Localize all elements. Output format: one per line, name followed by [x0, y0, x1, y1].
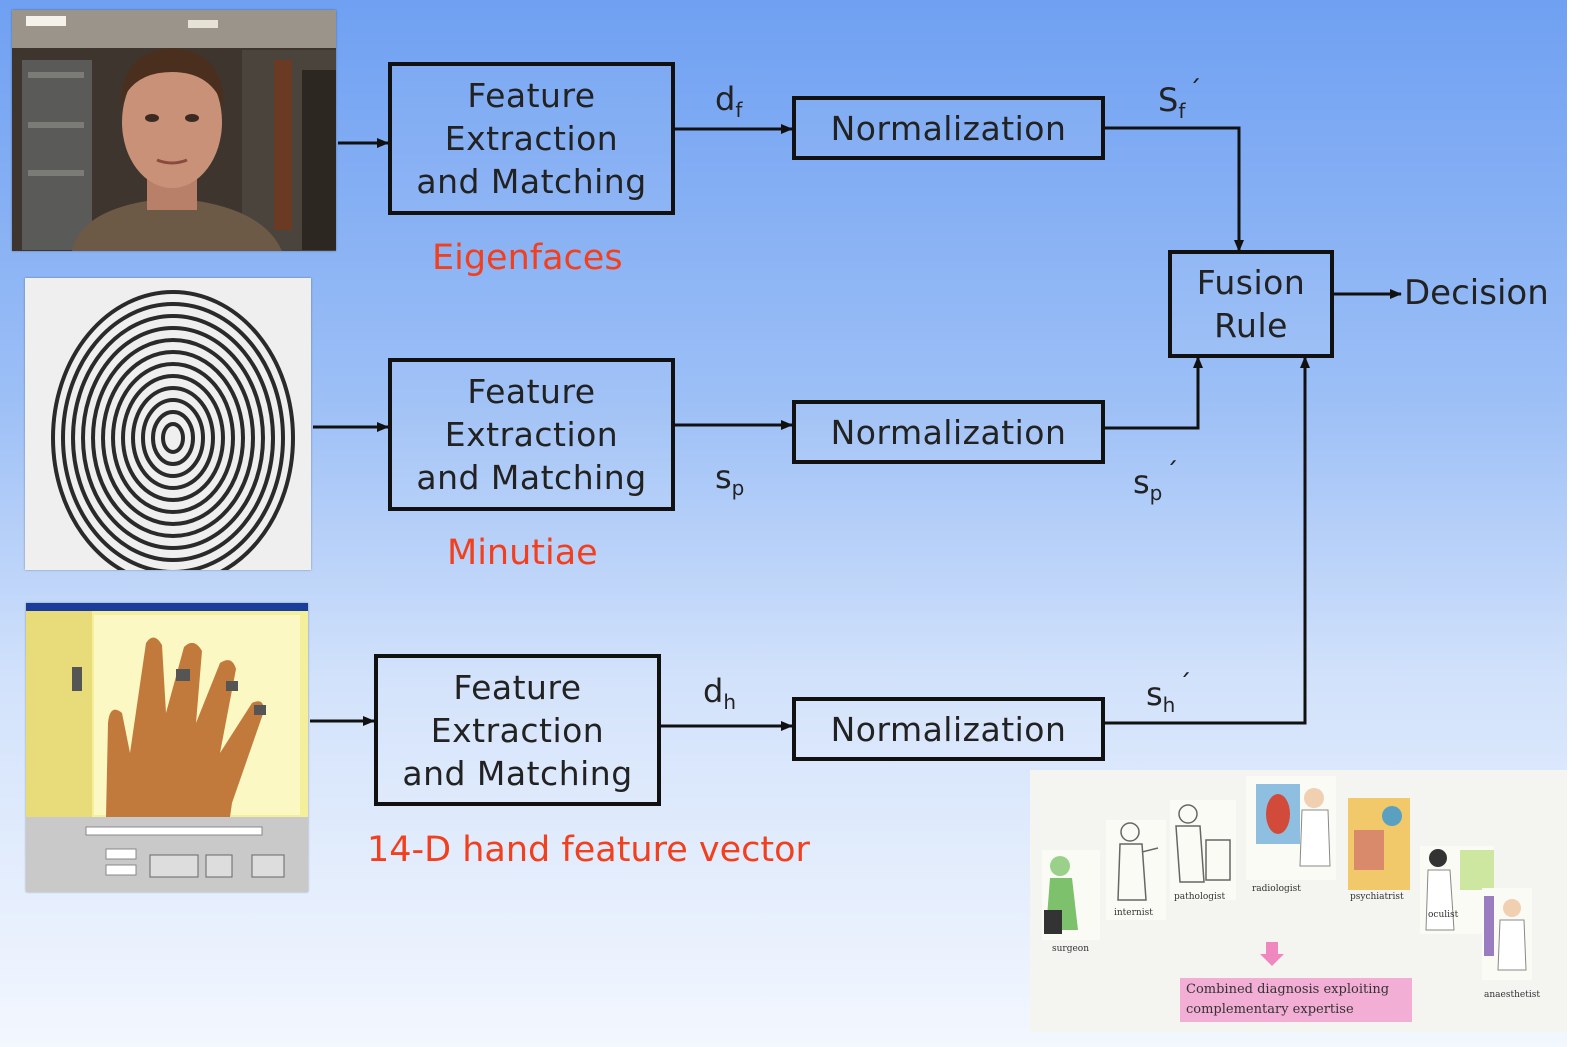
- score-base: s: [1146, 675, 1163, 713]
- score-sub: f: [735, 98, 743, 122]
- score-base: S: [1158, 81, 1179, 119]
- face-photo: [12, 10, 336, 251]
- fusion-line: Fusion: [1196, 263, 1306, 302]
- method-text: 14-D hand feature vector: [367, 830, 810, 870]
- norm-label: Normalization: [830, 108, 1067, 148]
- score-base: d: [715, 80, 736, 118]
- down-arrow-shaft: [1266, 942, 1278, 956]
- score-base: s: [1133, 463, 1150, 501]
- box-line: and Matching: [416, 162, 647, 201]
- surgeon-figure: [1042, 850, 1100, 940]
- score-sub: h: [1162, 693, 1176, 717]
- prime-mark: ´: [1178, 670, 1192, 700]
- box-line: and Matching: [402, 753, 633, 793]
- decision-text: Decision: [1404, 273, 1549, 313]
- caption-radiologist: radiologist: [1252, 884, 1301, 894]
- caption-psychiatrist: psychiatrist: [1350, 892, 1404, 902]
- down-arrow-head: [1260, 954, 1284, 966]
- method-text: Minutiae: [447, 533, 598, 573]
- norm-to-fusion-arrow-3: [1104, 356, 1310, 725]
- fingerprint-image: [25, 278, 311, 570]
- norm-label: Normalization: [830, 709, 1067, 749]
- normalization-box-fingerprint: Normalization: [792, 400, 1105, 464]
- psychiatrist-figure: [1348, 798, 1410, 890]
- score-sub: h: [723, 690, 736, 714]
- box-line: Extraction: [430, 710, 605, 750]
- method-label-eigenfaces: Eigenfaces: [432, 238, 623, 278]
- norm-to-fusion-arrow-1: [1104, 126, 1244, 252]
- box-line: Feature: [467, 372, 596, 411]
- method-label-minutiae: Minutiae: [447, 533, 598, 573]
- oculist-figure: [1420, 846, 1494, 934]
- norm-label: Normalization: [830, 412, 1067, 452]
- normalization-box-face: Normalization: [792, 96, 1105, 160]
- score-sub: p: [731, 476, 745, 500]
- prime-mark: ´: [1165, 458, 1179, 488]
- box-line: and Matching: [416, 458, 647, 497]
- method-text: Eigenfaces: [432, 238, 623, 278]
- norm-score-label-sf: Sf´: [1158, 76, 1201, 123]
- doctor-illustrations: [1042, 776, 1532, 980]
- norm-score-label-sp: sp´: [1133, 458, 1178, 505]
- combined-line: Combined diagnosis exploiting: [1186, 982, 1390, 997]
- method-label-hand: 14-D hand feature vector: [367, 830, 810, 870]
- score-label-sp: sp: [715, 458, 744, 500]
- score-sub: p: [1149, 481, 1163, 505]
- decision-label: Decision: [1404, 273, 1549, 313]
- radiologist-figure: [1246, 776, 1336, 880]
- score-base: s: [715, 458, 732, 496]
- anaesthetist-figure: [1482, 888, 1532, 980]
- score-label-df: df: [715, 80, 742, 122]
- box-line: Feature: [453, 667, 582, 707]
- box-line: Extraction: [444, 119, 619, 158]
- pathologist-figure: [1170, 800, 1236, 900]
- caption-anaesthetist: anaesthetist: [1484, 990, 1540, 1000]
- prime-mark: ´: [1188, 76, 1202, 106]
- right-edge-strip: [1567, 0, 1589, 1047]
- score-base: d: [703, 672, 724, 710]
- normalization-box-hand: Normalization: [792, 697, 1105, 761]
- norm-score-label-sh: sh´: [1146, 670, 1191, 717]
- internist-figure: [1106, 820, 1166, 920]
- combined-line: complementary expertise: [1186, 1002, 1354, 1017]
- combined-diagnosis-label: Combined diagnosis exploiting complement…: [1180, 978, 1412, 1022]
- score-label-dh: dh: [703, 672, 736, 714]
- caption-surgeon: surgeon: [1052, 944, 1090, 954]
- caption-pathologist: pathologist: [1174, 892, 1226, 902]
- fusion-line: Rule: [1214, 306, 1288, 345]
- caption-internist: internist: [1114, 908, 1153, 918]
- caption-oculist: oculist: [1428, 910, 1459, 920]
- norm-to-fusion-arrow-2: [1104, 356, 1203, 430]
- score-sub: f: [1178, 99, 1186, 123]
- box-line: Feature: [467, 76, 596, 115]
- hand-geometry-image: [26, 603, 308, 892]
- box-line: Extraction: [444, 415, 619, 454]
